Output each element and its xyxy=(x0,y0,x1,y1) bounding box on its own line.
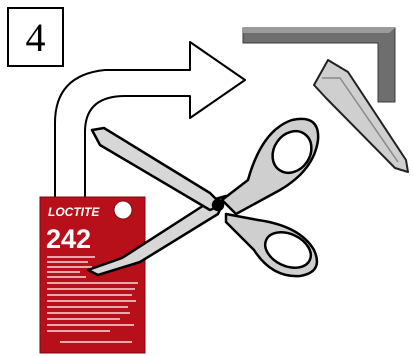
curved-arrow-icon xyxy=(55,42,245,200)
package-hang-hole xyxy=(114,201,132,219)
product-package-icon: LOCTITE 242 xyxy=(40,197,145,353)
package-brand: LOCTITE xyxy=(48,205,100,219)
package-product-number: 242 xyxy=(46,224,91,254)
